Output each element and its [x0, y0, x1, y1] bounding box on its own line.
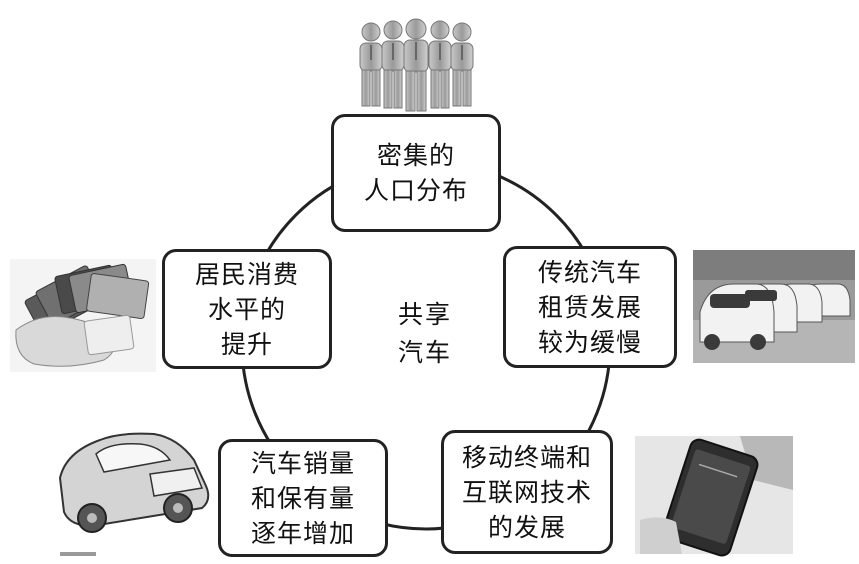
node-line: 的发展: [488, 510, 566, 545]
node-consumption-level: 居民消费 水平的 提升: [162, 249, 332, 369]
center-line: 共享: [375, 296, 475, 334]
node-line: 人口分布: [364, 173, 468, 208]
node-line: 逐年增加: [251, 516, 355, 551]
center-line: 汽车: [375, 334, 475, 372]
node-line: 传统汽车: [538, 255, 642, 290]
node-line: 租赁发展: [538, 290, 642, 325]
node-line: 和保有量: [251, 481, 355, 516]
node-traditional-rental: 传统汽车 租赁发展 较为缓慢: [503, 246, 677, 368]
credit-cards-icon: [10, 259, 156, 372]
node-line: 移动终端和: [462, 440, 592, 475]
electric-cars-icon: [693, 250, 855, 363]
node-mobile-internet: 移动终端和 互联网技术 的发展: [441, 430, 613, 554]
node-line: 汽车销量: [251, 446, 355, 481]
node-line: 水平的: [208, 292, 286, 327]
smartphone-icon: [635, 436, 793, 558]
node-dense-population: 密集的 人口分布: [331, 114, 501, 232]
car-icon: [60, 434, 208, 556]
people-group-icon: [360, 19, 473, 111]
node-line: 较为缓慢: [538, 325, 642, 360]
node-car-sales: 汽车销量 和保有量 逐年增加: [218, 439, 388, 557]
node-line: 居民消费: [195, 257, 299, 292]
node-line: 密集的: [377, 138, 455, 173]
node-line: 提升: [221, 327, 273, 362]
node-line: 互联网技术: [462, 475, 592, 510]
center-label: 共享 汽车: [375, 296, 475, 372]
